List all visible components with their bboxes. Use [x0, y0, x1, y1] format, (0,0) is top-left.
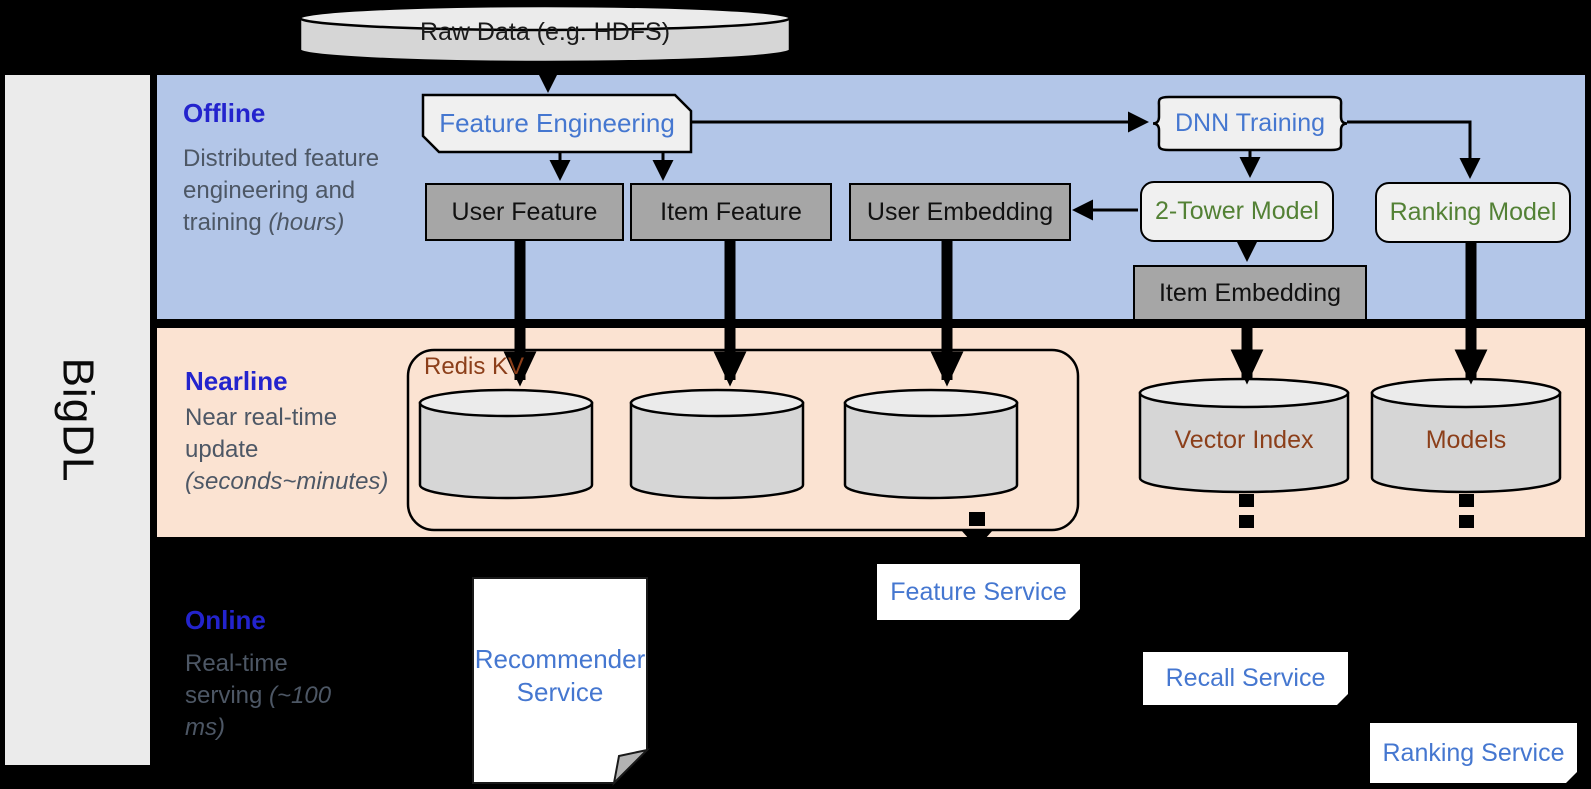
online-duration: (~100 ms) [185, 682, 332, 741]
item-feature-node: Item Feature [630, 183, 832, 241]
redis-kv-container [406, 348, 1080, 532]
arrow-dnn-to-ranking-model [1347, 120, 1481, 179]
recommender-service-label: Recommender Service [474, 644, 646, 707]
user-feature-node: User Feature [425, 183, 624, 241]
dash-redis-to-feature-service [969, 512, 985, 526]
feature-service-node: Feature Service [877, 564, 1080, 620]
ranking-model-node: Ranking Model [1375, 182, 1571, 243]
feature-engineering-shape [421, 93, 693, 154]
recall-service-node: Recall Service [1143, 652, 1348, 705]
redis-cylinder-1 [418, 388, 594, 500]
dash-models-1 [1459, 494, 1474, 507]
models-cylinder [1370, 377, 1562, 494]
models-label: Models [1425, 425, 1507, 454]
raw-data-cylinder [298, 4, 792, 64]
dash-models-2 [1459, 515, 1474, 528]
dnn-training-shape [1152, 95, 1348, 152]
nearline-section-title: Nearline [185, 366, 288, 396]
user-embedding-node: User Embedding [849, 183, 1071, 241]
feature-engineering-node: Feature Engineering [439, 108, 675, 138]
redis-cylinder-2 [629, 388, 805, 500]
redis-kv-label: Redis KV [424, 353, 525, 380]
offline-duration: (hours) [268, 209, 345, 236]
dash-vector-index-1 [1239, 494, 1254, 507]
nearline-duration: (seconds~minutes) [185, 468, 389, 495]
offline-section-title: Offline [183, 98, 266, 128]
dash-arrowhead-feature-service [961, 530, 993, 548]
raw-data-label: Raw Data (e.g. HDFS) [419, 18, 671, 46]
dnn-training-node: DNN Training [1174, 109, 1326, 137]
online-section-description: Real-time serving (~100 ms) [185, 650, 332, 741]
redis-cylinder-3 [843, 388, 1019, 500]
offline-section-description: Distributed feature engineering and trai… [183, 145, 380, 236]
recommender-service-document [472, 577, 651, 786]
item-embedding-node: Item Embedding [1133, 265, 1367, 321]
dash-vector-index-2 [1239, 515, 1254, 528]
two-tower-model-node: 2-Tower Model [1140, 181, 1334, 242]
thick-connectors [503, 237, 1488, 387]
vector-index-label: Vector Index [1174, 425, 1314, 454]
nearline-section-description: Near real-time update (seconds~minutes) [185, 404, 389, 495]
ranking-service-node: Ranking Service [1370, 723, 1577, 783]
bigdl-side-band: BigDL [5, 75, 150, 765]
vector-index-cylinder [1138, 377, 1350, 494]
dashed-connectors [961, 494, 1474, 548]
thin-connectors [537, 63, 1481, 262]
online-section-title: Online [185, 605, 266, 635]
